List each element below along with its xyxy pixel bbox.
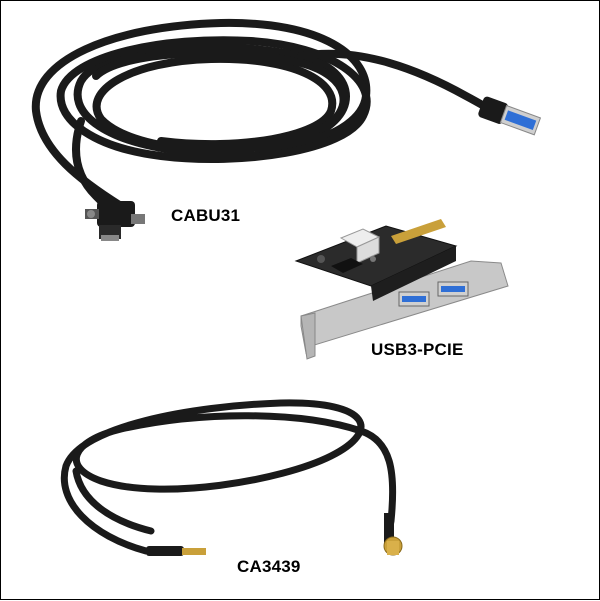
usb-a-connector xyxy=(478,96,542,136)
cabu31-cable-image xyxy=(31,18,497,217)
mmcx-connector xyxy=(146,546,206,556)
sma-connector xyxy=(383,513,403,556)
ca3439-label: CA3439 xyxy=(237,557,301,576)
usb3-pcie-card-image xyxy=(294,219,509,360)
micro-b-connector xyxy=(85,201,145,241)
ca3439-cable-image xyxy=(60,399,397,555)
usb3-pcie-label: USB3-PCIE xyxy=(371,340,464,359)
cabu31-label: CABU31 xyxy=(171,206,241,225)
